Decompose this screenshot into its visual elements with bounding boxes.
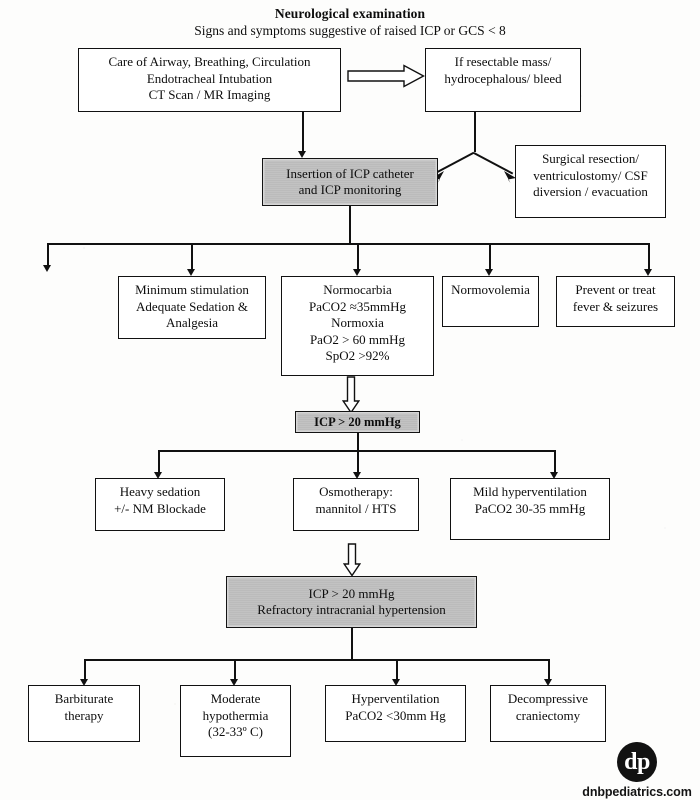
arrowhead-preventfever-in [643,269,652,276]
site-logo-text: dnbpediatrics.com [582,785,692,799]
node-icp-threshold-label: ICP > 20 mmHg [314,414,401,429]
connector-initialcare-to-icpcatheter [302,112,304,152]
connector-bus-to-heavysedation [158,450,160,474]
node-craniectomy-label: Decompressive craniectomy [507,691,589,723]
arrowhead-normovolemia-in [484,269,493,276]
connector-bus-to-hyperventilation [396,659,398,681]
node-icp-threshold[interactable]: ICP > 20 mmHg [295,411,420,433]
node-icp-catheter[interactable]: Insertion of ICP catheter and ICP monito… [262,158,438,206]
connector-bus-to-minstim [191,243,193,271]
node-minimum-stimulation[interactable]: Minimum stimulation Adequate Sedation & … [118,276,266,339]
node-hyperventilation-label: Hyperventilation PaCO2 <30mm Hg [345,691,446,723]
node-mild-hyperventilation-label: Mild hyperventilation PaCO2 30-35 mmHg [473,484,587,516]
node-prevent-fever-label: Prevent or treat fever & seizures [572,282,659,314]
connector-bus-to-hypothermia [234,659,236,681]
node-refractory[interactable]: ICP > 20 mmHg Refractory intracranial hy… [226,576,477,628]
connector-icpcatheter-to-bus [349,206,351,244]
connector-bus-to-osmotherapy [357,450,359,474]
arrowhead-hypothermia-in [229,679,238,686]
connector-bus-to-barbiturate [84,659,86,681]
connector-bus-to-mildhyperventilation [554,450,556,474]
node-heavy-sedation[interactable]: Heavy sedation +/- NM Blockade [95,478,225,531]
arrowhead-barbiturate-in [79,679,88,686]
block-arrow-osmotherapy-to-refractory [342,543,362,582]
node-initial-care[interactable]: Care of Airway, Breathing, Circulation E… [78,48,341,112]
node-normovolemia-label: Normovolemia [451,282,530,297]
connector-bus-stub-left [47,243,49,267]
connector-bus-to-normovolemia [489,243,491,271]
node-mild-hyperventilation[interactable]: Mild hyperventilation PaCO2 30-35 mmHg [450,478,610,540]
distribution-bus-tier7 [84,659,548,661]
connector-refractory-to-bus [351,628,353,660]
diagram-header: Neurological examination Signs and sympt… [0,6,700,39]
node-osmotherapy[interactable]: Osmotherapy: mannitol / HTS [293,478,419,531]
arrowhead-minstim-in [186,269,195,276]
arrowhead-mildhyperventilation-in [549,472,558,479]
block-arrow-normocarbia-to-icp20 [341,376,361,419]
node-normovolemia[interactable]: Normovolemia [442,276,539,327]
node-refractory-label: ICP > 20 mmHg Refractory intracranial hy… [257,585,446,618]
arrowhead-resectable-to-surgical [503,170,517,189]
arrowhead-bus-stub-left [42,265,51,272]
distribution-bus-tier3 [47,243,649,245]
connector-resectable-split-stem [474,112,476,152]
site-logo[interactable]: dp dnbpediatrics.com [578,742,696,799]
node-osmotherapy-label: Osmotherapy: mannitol / HTS [315,484,397,516]
arrowhead-normocarbia-in [352,269,361,276]
arrowhead-osmotherapy-in [352,472,361,479]
page-subtitle: Signs and symptoms suggestive of raised … [194,23,506,38]
arrowhead-icpcatheter-in [297,151,306,158]
node-hypothermia[interactable]: Moderate hypothermia (32-33º C) [180,685,291,757]
arrowhead-heavysedation-in [153,472,162,479]
arrowhead-craniectomy-in [543,679,552,686]
page-title: Neurological examination [274,6,426,21]
node-resectable-mass-label: If resectable mass/ hydrocephalous/ blee… [444,54,562,86]
connector-bus-to-craniectomy [548,659,550,681]
connector-icp20-to-bus [357,433,359,451]
node-craniectomy[interactable]: Decompressive craniectomy [490,685,606,742]
distribution-bus-tier5 [158,450,554,452]
node-barbiturate-label: Barbiturate therapy [54,691,114,723]
node-normocarbia-label: Normocarbia PaCO2 ≈35mmHg Normoxia PaO2 … [308,282,407,363]
node-minimum-stimulation-label: Minimum stimulation Adequate Sedation & … [135,282,249,330]
arrowhead-resectable-to-icpcatheter [431,170,445,189]
node-hypothermia-label: Moderate hypothermia (32-33º C) [202,691,269,739]
node-resectable-mass[interactable]: If resectable mass/ hydrocephalous/ blee… [425,48,581,112]
node-normocarbia[interactable]: Normocarbia PaCO2 ≈35mmHg Normoxia PaO2 … [281,276,434,376]
dp-logo-icon: dp [617,742,657,782]
node-surgical-resection-label: Surgical resection/ ventriculostomy/ CSF… [533,151,648,199]
node-barbiturate[interactable]: Barbiturate therapy [28,685,140,742]
node-prevent-fever[interactable]: Prevent or treat fever & seizures [556,276,675,327]
connector-bus-to-normocarbia [357,243,359,271]
node-initial-care-label: Care of Airway, Breathing, Circulation E… [108,54,311,102]
connector-bus-to-preventfever [648,243,650,271]
node-heavy-sedation-label: Heavy sedation +/- NM Blockade [114,484,206,516]
node-hyperventilation[interactable]: Hyperventilation PaCO2 <30mm Hg [325,685,466,742]
arrowhead-hyperventilation-in [391,679,400,686]
block-arrow-initial-to-resectable [347,64,425,93]
node-surgical-resection[interactable]: Surgical resection/ ventriculostomy/ CSF… [515,145,666,218]
node-icp-catheter-label: Insertion of ICP catheter and ICP monito… [286,165,414,198]
